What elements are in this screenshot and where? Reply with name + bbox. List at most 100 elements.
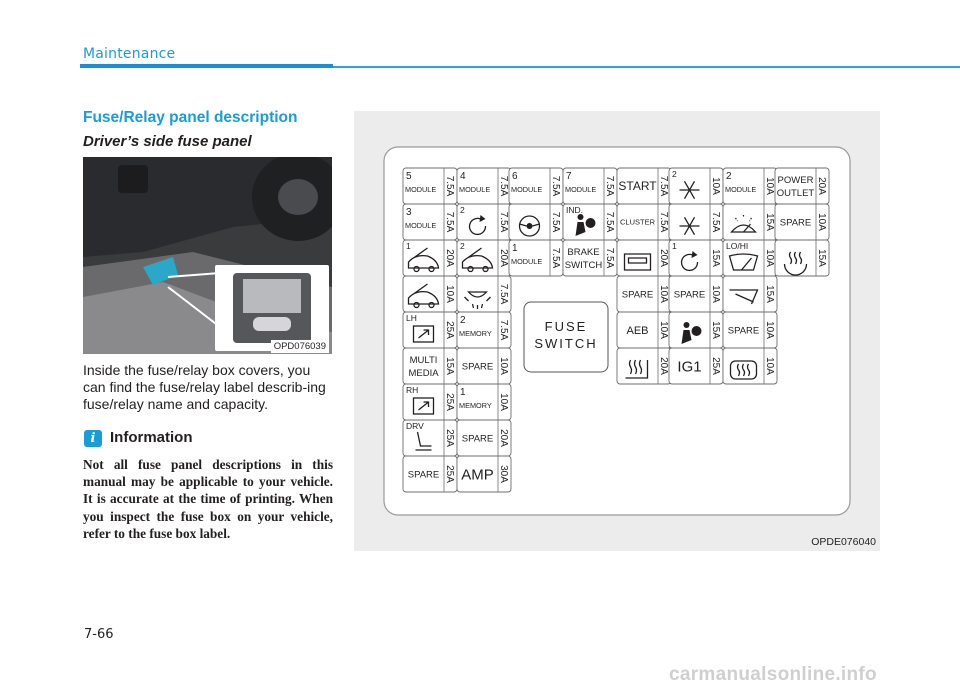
- fuse-amp-label: 7.5A: [604, 248, 615, 269]
- panel-code: OPDE076040: [811, 536, 876, 548]
- fuse-label: 2: [672, 169, 677, 179]
- fuse-label: CLUSTER: [620, 218, 656, 227]
- fuse-label: POWER: [778, 175, 814, 186]
- fuse-label: MODULE: [405, 185, 436, 194]
- fuse-number: 5: [406, 171, 412, 182]
- fuse-label: SPARE: [728, 325, 760, 336]
- fuse-label-line2: MEDIA: [408, 368, 439, 379]
- fuse-cell: 20A: [617, 240, 671, 276]
- fuse-label: 1: [672, 241, 677, 251]
- fuse-switch-label-line2: SWITCH: [534, 336, 597, 351]
- fuse-amp-label: 15A: [764, 213, 775, 231]
- fuse-label: LO/HI: [726, 241, 748, 251]
- fuse-amp-label: 20A: [444, 249, 455, 267]
- fuse-amp-label: 10A: [658, 285, 669, 303]
- fuse-cell: 15A 1: [669, 240, 723, 276]
- fuse-label: MODULE: [511, 185, 542, 194]
- fuse-amp-label: 10A: [444, 285, 455, 303]
- fuse-amp-label: 7.5A: [498, 284, 509, 305]
- fuse-label: DRV: [406, 421, 424, 431]
- fuse-amp-label: 10A: [498, 393, 509, 411]
- fuse-cell: 20A2: [457, 240, 511, 276]
- fuse-label: SPARE: [674, 289, 706, 300]
- fuse-cell: 15A: [775, 240, 829, 276]
- fuse-number: 1: [512, 243, 518, 254]
- page-number: 7-66: [84, 627, 114, 642]
- fuse-label: START: [618, 179, 657, 193]
- fuse-label: IND.: [566, 205, 583, 215]
- fuse-amp-label: 7.5A: [550, 176, 561, 197]
- fuse-amp-label: 7.5A: [604, 176, 615, 197]
- fuse-cell: 7.5A: [509, 204, 563, 240]
- fuse-amp-label: 20A: [498, 429, 509, 447]
- fuse-cell: 25ALH: [403, 312, 457, 348]
- fuse-amp-label: 10A: [764, 321, 775, 339]
- fuse-label: MODULE: [511, 257, 542, 266]
- fuse-amp-label: 7.5A: [550, 248, 561, 269]
- fuse-panel-svg: FUSE SWITCH 7.5A5MODULE7.5A3MODULE20A110…: [354, 111, 880, 551]
- fuse-cell: 10A: [403, 276, 457, 312]
- section-heading: Fuse/Relay panel description: [83, 109, 297, 127]
- watermark: carmanualsonline.info: [669, 664, 877, 686]
- fuse-number: 7: [566, 171, 572, 182]
- body-paragraph: Inside the fuse/relay box covers, you ca…: [83, 362, 333, 413]
- fuse-amp-label: 10A: [816, 213, 827, 231]
- fuse-amp-label: 10A: [658, 321, 669, 339]
- fuse-cell: 15A: [723, 204, 777, 240]
- fuse-number: 4: [460, 171, 466, 182]
- fuse-label: 2: [460, 205, 465, 215]
- fuse-amp-label: 10A: [764, 249, 775, 267]
- fuse-cell: 20A 1: [403, 240, 457, 276]
- fuse-amp-label: 15A: [764, 285, 775, 303]
- fuse-amp-label: 10A: [710, 177, 721, 195]
- fuse-number: 1: [460, 387, 466, 398]
- fuse-cell: 10A SPARE: [669, 276, 723, 312]
- fuse-amp-label: 15A: [710, 249, 721, 267]
- fuse-label: SPARE: [408, 469, 440, 480]
- fuse-amp-label: 25A: [444, 393, 455, 411]
- fuse-label: IG1: [677, 358, 701, 375]
- fuse-amp-label: 20A: [658, 249, 669, 267]
- fuse-amp-label: 10A: [710, 285, 721, 303]
- photo-code: OPD076039: [271, 340, 329, 353]
- fuse-cell: 10A AEB: [617, 312, 671, 348]
- fuse-label: AEB: [626, 325, 648, 337]
- fuse-amp-label: 7.5A: [658, 176, 669, 197]
- dashboard-photo-illustration: [83, 157, 332, 354]
- fuse-amp-label: 20A: [658, 357, 669, 375]
- fuse-cell: 15A: [669, 312, 723, 348]
- fuse-number: 2: [726, 171, 732, 182]
- fuse-cell: 10A SPARE: [723, 312, 777, 348]
- fuse-label-line2: SWITCH: [565, 260, 603, 271]
- fuse-label: LH: [406, 313, 417, 323]
- fuse-label: 1: [406, 241, 411, 251]
- fuse-amp-label: 25A: [444, 429, 455, 447]
- info-title: Information: [110, 429, 193, 446]
- fuse-amp-label: 7.5A: [498, 212, 509, 233]
- section-header-label: Maintenance: [83, 46, 175, 62]
- fuse-cell: 25A SPARE: [403, 456, 457, 492]
- fuse-cell: 7.5AIND.: [563, 204, 617, 240]
- fuse-box-photo: OPD076039: [83, 157, 332, 354]
- fuse-amp-label: 10A: [764, 357, 775, 375]
- fuse-cell: 10A: [723, 348, 777, 384]
- fuse-amp-label: 15A: [816, 249, 827, 267]
- fuse-label: MODULE: [565, 185, 596, 194]
- fuse-cell: 20A: [617, 348, 671, 384]
- fuse-amp-label: 7.5A: [658, 212, 669, 233]
- info-text: Not all fuse panel descriptions in this …: [83, 456, 333, 542]
- fuse-cell: 10ASPARE: [617, 276, 671, 312]
- fuse-cell: 7.5ASTART: [617, 168, 671, 204]
- fuse-amp-label: 25A: [444, 465, 455, 483]
